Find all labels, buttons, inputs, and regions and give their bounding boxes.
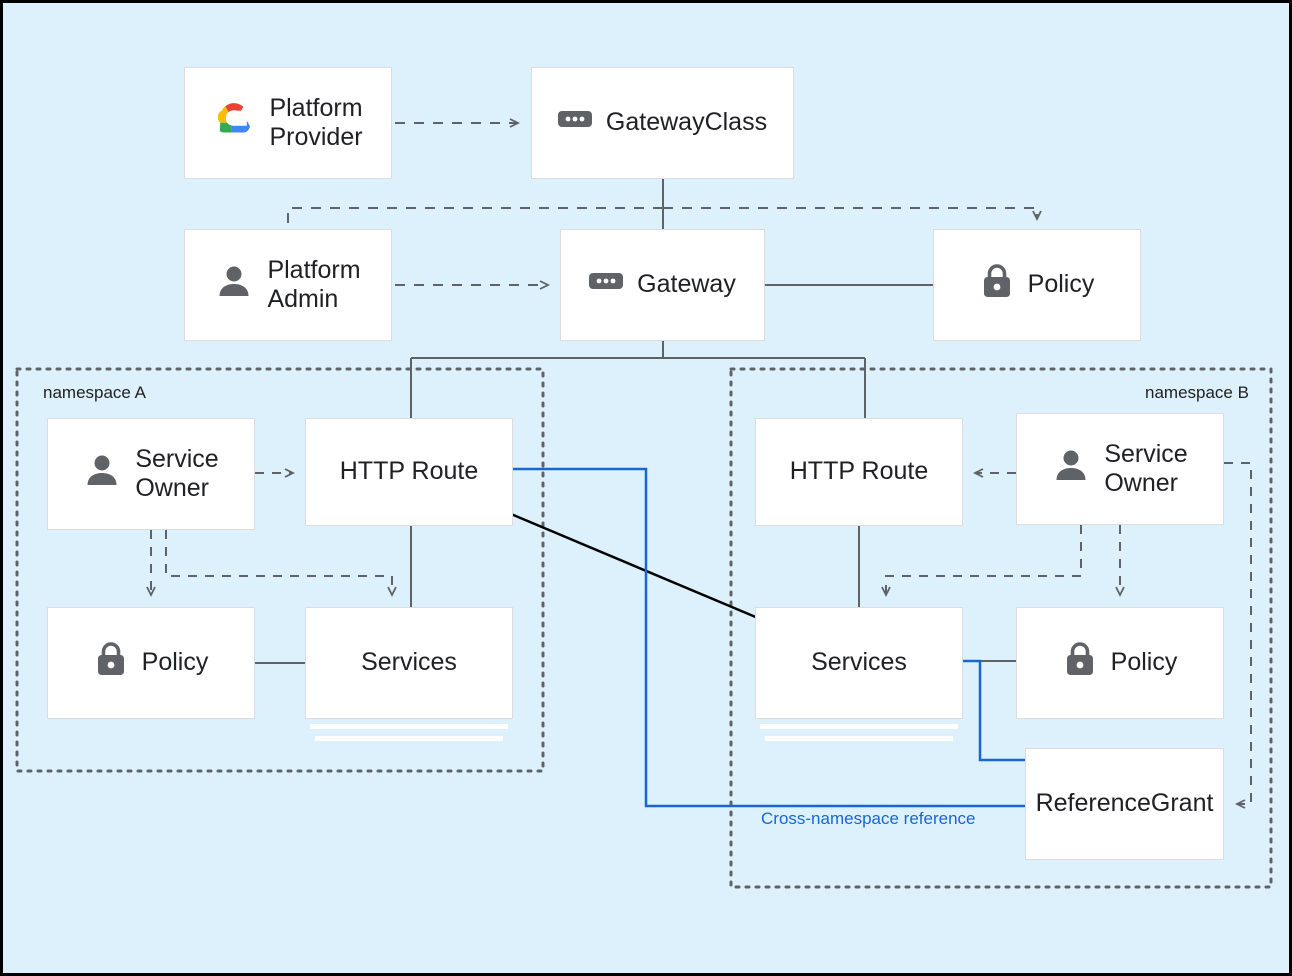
namespace-b-label: namespace B	[1145, 383, 1249, 402]
node-label: Services	[361, 648, 457, 677]
edge-route-a-to-services-b-diagonal	[510, 512, 759, 620]
node-reference-grant[interactable]: ReferenceGrant	[1025, 748, 1224, 860]
edge-gatewayclass-bus-right	[663, 207, 1042, 222]
person-icon	[83, 451, 121, 497]
node-platform-admin[interactable]: Platform Admin	[184, 229, 392, 341]
node-platform-provider[interactable]: Platform Provider	[184, 67, 392, 179]
node-label: ReferenceGrant	[1035, 789, 1214, 818]
node-service-owner-a[interactable]: Service Owner	[47, 418, 255, 530]
edge-cross-namespace-route-a	[513, 467, 1025, 808]
edge-owner-b-to-reference-grant	[1224, 462, 1252, 809]
node-label: Platform Admin	[267, 255, 361, 314]
person-icon	[215, 262, 253, 308]
google-cloud-logo-icon	[213, 100, 255, 146]
lock-icon	[94, 640, 128, 686]
node-label: Policy	[141, 648, 209, 677]
node-services-a[interactable]: Services	[305, 607, 513, 719]
node-policy-top[interactable]: Policy	[933, 229, 1141, 341]
node-gateway-class[interactable]: GatewayClass	[531, 67, 794, 179]
edge-owner-b-to-services-b	[881, 525, 1082, 598]
node-http-route-b[interactable]: HTTP Route	[755, 418, 963, 526]
node-services-b[interactable]: Services	[755, 607, 963, 719]
services-b-stack-line-1	[760, 724, 958, 729]
namespace-b-boundary	[729, 367, 1273, 889]
node-label: Policy	[1027, 270, 1095, 299]
namespace-a-boundary	[15, 367, 545, 773]
node-policy-b[interactable]: Policy	[1016, 607, 1224, 719]
person-icon	[1052, 446, 1090, 492]
node-label: Services	[811, 648, 907, 677]
node-label: HTTP Route	[789, 457, 929, 486]
services-b-stack-line-2	[765, 736, 953, 741]
services-a-stack-line-1	[310, 724, 508, 729]
lock-icon	[1063, 640, 1097, 686]
namespace-a-label: namespace A	[43, 383, 147, 402]
edge-cross-namespace-services-b	[963, 659, 1025, 762]
node-label: HTTP Route	[339, 457, 479, 486]
cross-namespace-reference-label: Cross-namespace reference	[761, 809, 976, 828]
node-policy-a[interactable]: Policy	[47, 607, 255, 719]
lock-icon	[980, 262, 1014, 308]
node-label: Platform Provider	[269, 93, 363, 152]
node-label: Service Owner	[1104, 439, 1188, 498]
node-label: Gateway	[637, 270, 736, 299]
resource-chip-icon	[557, 108, 592, 138]
node-http-route-a[interactable]: HTTP Route	[305, 418, 513, 526]
edge-gateway-bus	[410, 341, 866, 418]
resource-chip-icon	[589, 270, 624, 300]
services-a-stack-line-2	[315, 736, 503, 741]
node-label: Policy	[1110, 648, 1178, 677]
edge-owner-a-to-services-a	[165, 530, 397, 598]
node-gateway[interactable]: Gateway	[560, 229, 765, 341]
edge-gatewayclass-bus-left	[287, 207, 663, 229]
edge-layer	[15, 118, 1273, 889]
node-label: GatewayClass	[605, 108, 768, 137]
node-label: Service Owner	[135, 444, 219, 503]
node-service-owner-b[interactable]: Service Owner	[1016, 413, 1224, 525]
